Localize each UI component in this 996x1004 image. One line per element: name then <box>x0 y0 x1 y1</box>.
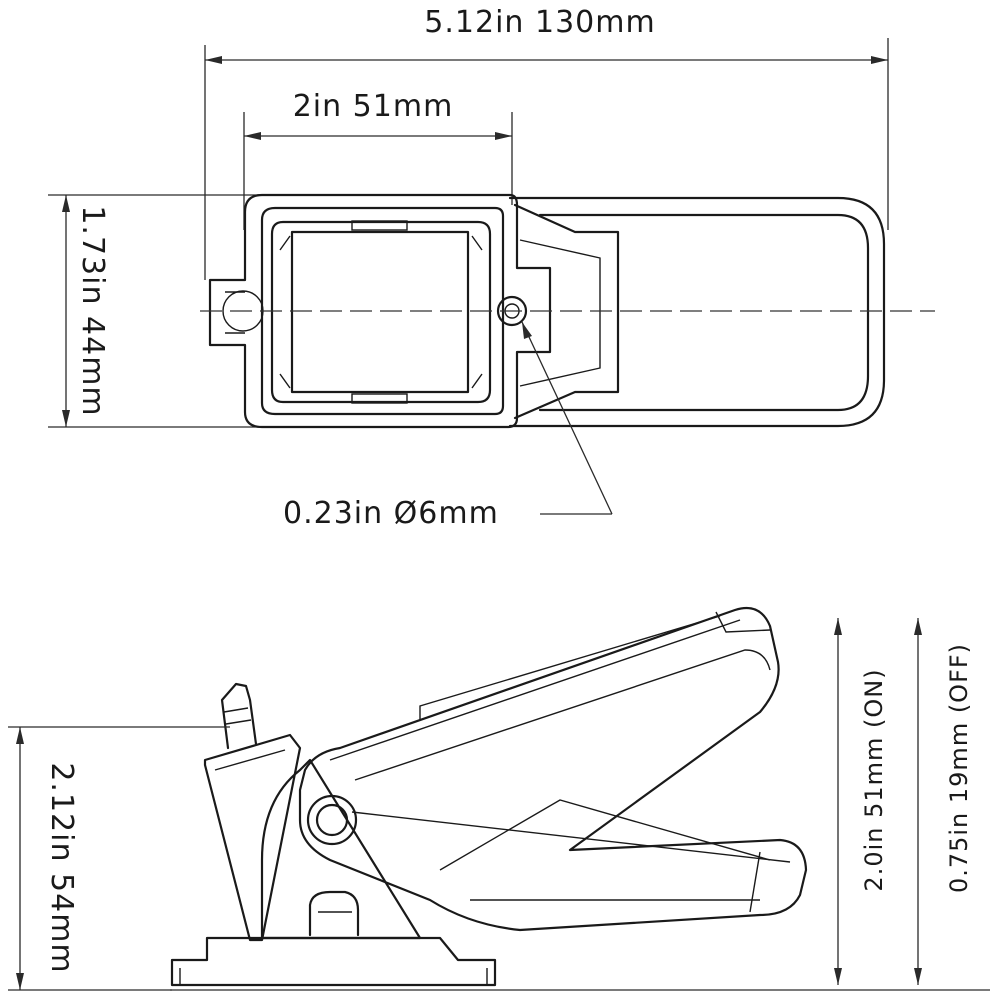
float-arm <box>298 606 808 937</box>
on-height-dimension: 2.0in 51mm (ON) <box>834 618 888 985</box>
side-housing <box>203 733 422 942</box>
nozzle <box>220 682 258 750</box>
hole-label: 0.23in Ø6mm <box>283 496 499 531</box>
side-view: 2.12in 54mm 2.0in 51mm (ON) 0.75in 19mm … <box>8 606 990 991</box>
hole-dimension: 0.23in Ø6mm <box>283 321 613 531</box>
on-height-label: 2.0in 51mm (ON) <box>860 668 888 891</box>
base-plate <box>170 936 497 987</box>
overall-length-dimension: 5.12in 130mm <box>204 5 889 280</box>
top-view: 5.12in 130mm 2in 51mm 1.73in 44mm <box>48 5 935 531</box>
inner-length-label: 2in 51mm <box>293 89 454 124</box>
inner-length-dimension: 2in 51mm <box>243 89 513 230</box>
top-body-outline <box>200 193 935 429</box>
overall-length-label: 5.12in 130mm <box>424 5 655 40</box>
off-height-label: 0.75in 19mm (OFF) <box>945 643 973 893</box>
height-label: 2.12in 54mm <box>44 762 79 973</box>
width-label: 1.73in 44mm <box>75 205 110 416</box>
off-height-dimension: 0.75in 19mm (OFF) <box>914 618 973 985</box>
height-dimension: 2.12in 54mm <box>8 726 230 991</box>
width-dimension: 1.73in 44mm <box>48 194 262 428</box>
